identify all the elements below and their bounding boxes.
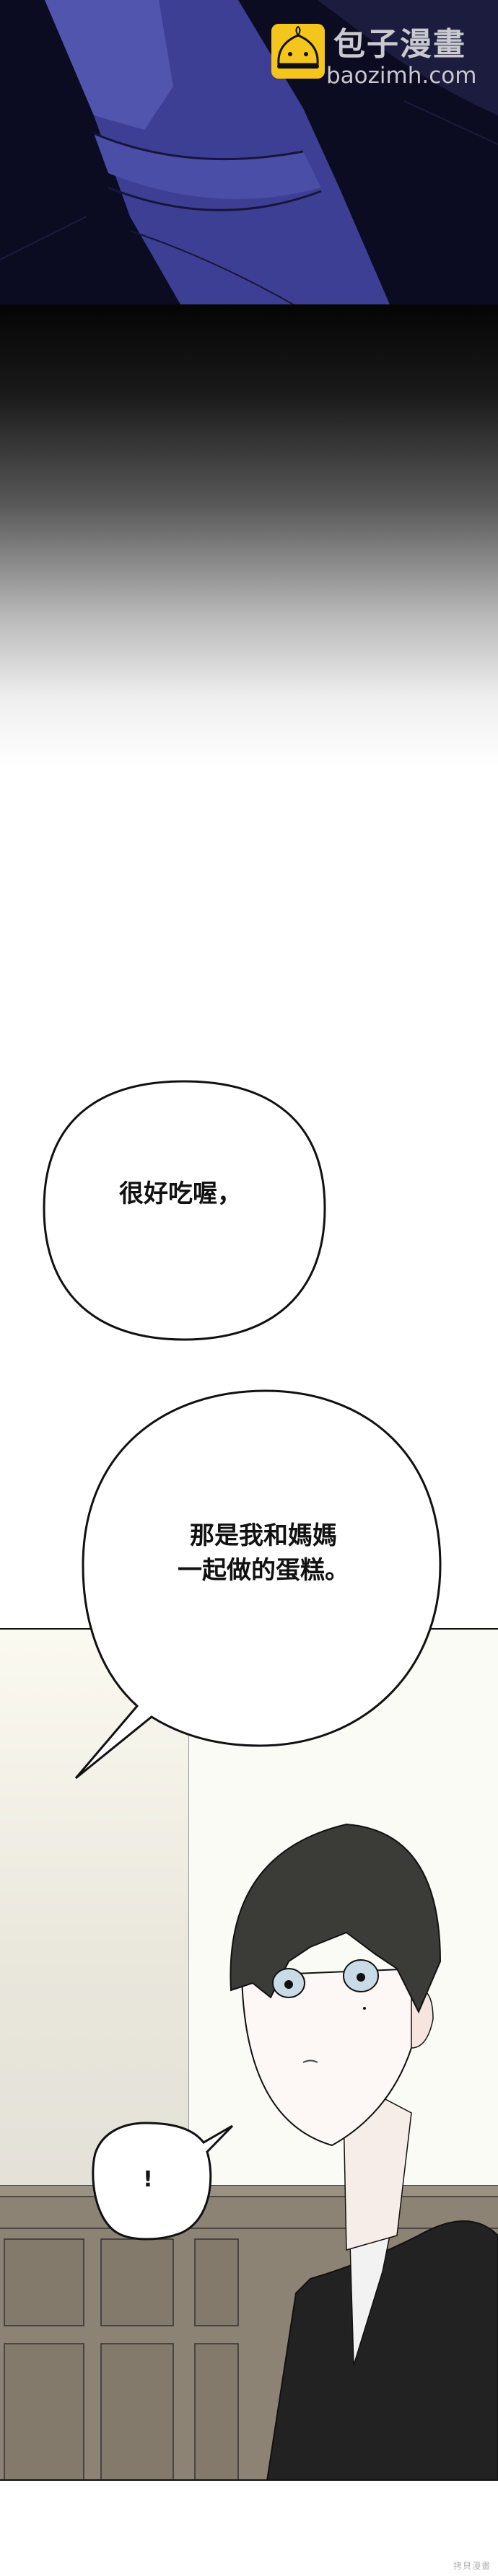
site-name: 包子漫畫 <box>333 26 466 63</box>
speech-bubble-2 <box>74 1389 442 1780</box>
speech-bubble-1 <box>43 1080 326 1341</box>
speech-bubble-3 <box>92 2122 234 2241</box>
baozi-logo-icon <box>271 24 325 79</box>
site-url: baozimh.com <box>326 63 477 89</box>
boy-character-illustration <box>230 1823 498 2479</box>
dialogue-3: ! <box>143 2167 153 2192</box>
speed-lines <box>1 312 496 781</box>
panel-dark-fabric: 包子漫畫 baozimh.com <box>0 0 498 304</box>
speed-lines-gradient <box>0 304 498 809</box>
fabric-illustration <box>0 0 498 304</box>
dialogue-1: 很好吃喔， <box>119 1179 242 1208</box>
copy-watermark: 拷貝漫畫 <box>453 2561 491 2571</box>
panel-boy-room: 拷貝漫畫 <box>0 1628 498 2481</box>
dialogue-2: 那是我和媽媽 一起做的蛋糕。 <box>178 1521 349 1585</box>
